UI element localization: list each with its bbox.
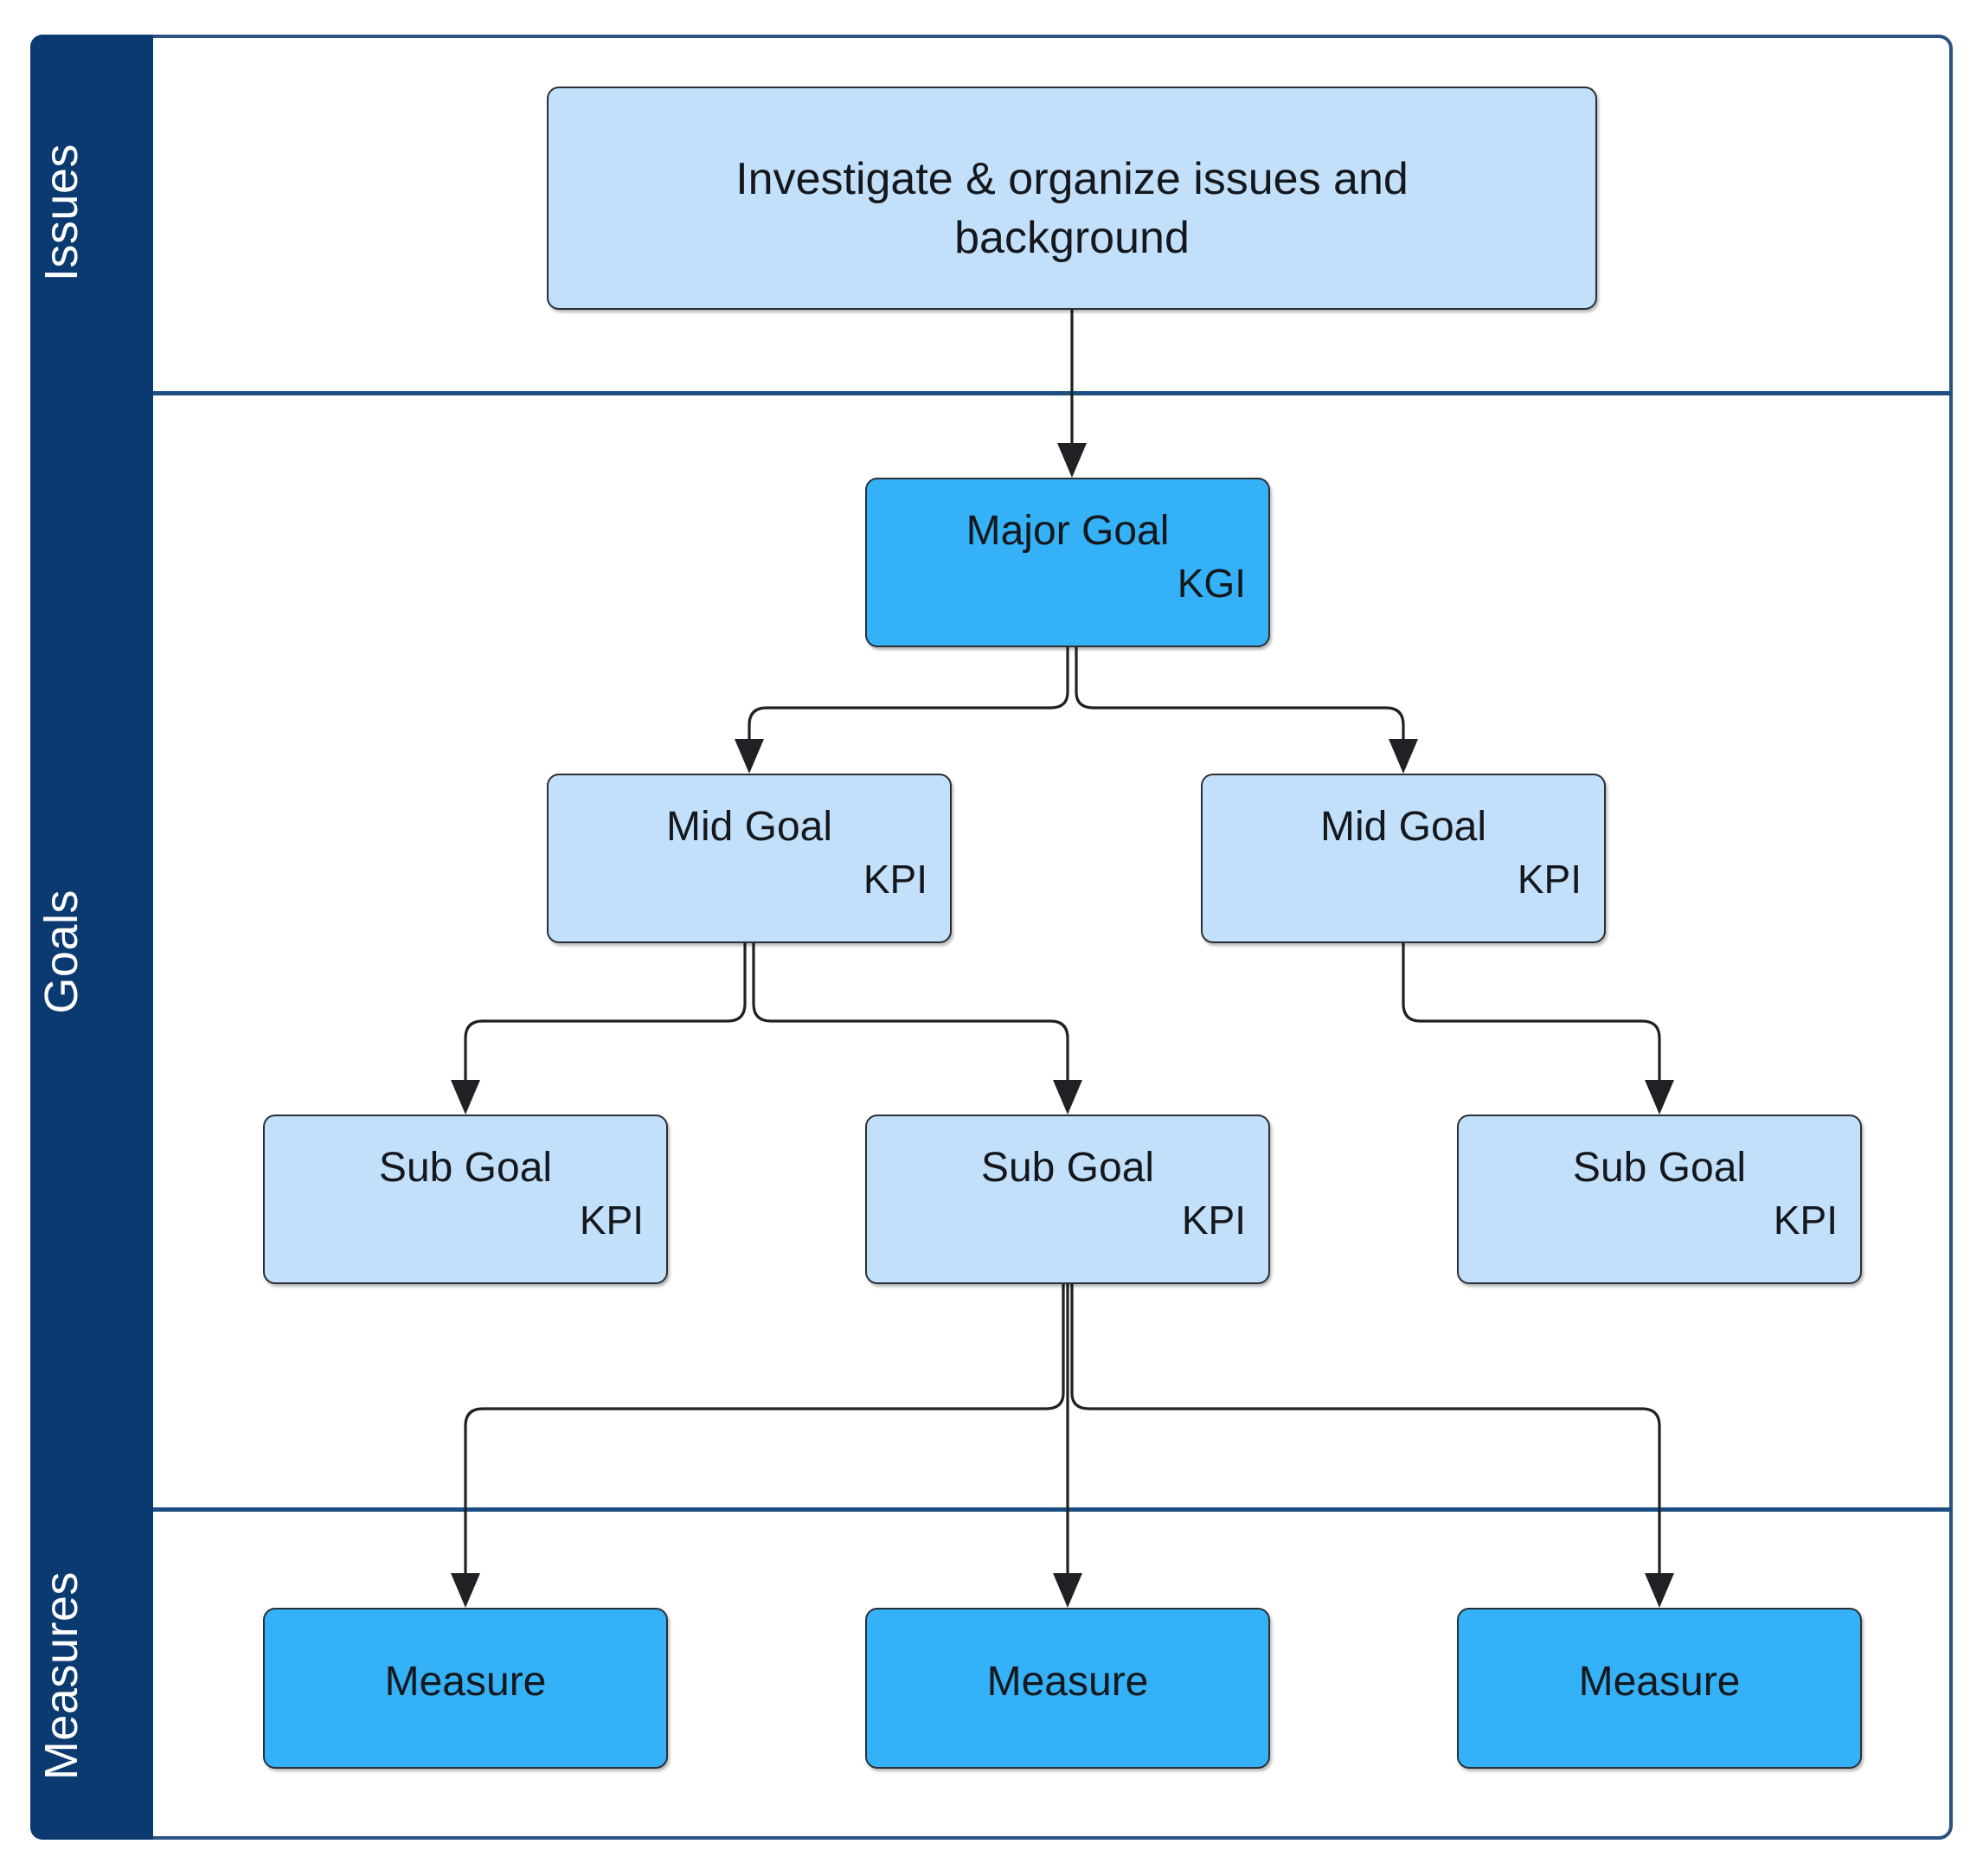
node-sub-goal-3[interactable]: Sub Goal KPI [1457,1115,1862,1284]
edge-mid-right-to-sub-3 [1402,943,1674,1115]
node-sub-goal-1-metric: KPI [579,1198,644,1243]
band-rail [30,35,153,1840]
node-sub-goal-1[interactable]: Sub Goal KPI [263,1115,668,1284]
node-sub-goal-2[interactable]: Sub Goal KPI [865,1115,1270,1284]
edge-sub-2-to-measure-1 [451,1284,1065,1608]
node-major-goal-metric: KGI [1177,561,1246,606]
node-measure-1-title: Measure [384,1659,547,1705]
node-mid-goal-left-title: Mid Goal [665,804,833,850]
node-sub-goal-2-title: Sub Goal [980,1145,1155,1191]
node-measure-3[interactable]: Measure [1457,1608,1862,1769]
node-issue-title: Investigate & organize issues and backgr… [735,154,1409,263]
diagram-frame [30,35,1953,1840]
node-measure-1[interactable]: Measure [263,1608,668,1769]
node-measure-3-title: Measure [1578,1659,1741,1705]
node-mid-goal-left-metric: KPI [863,857,927,902]
edge-major-to-mid-left [735,647,1069,774]
edge-issue-to-major [1057,310,1087,478]
node-issue[interactable]: Investigate & organize issues and backgr… [547,87,1597,310]
node-mid-goal-left[interactable]: Mid Goal KPI [547,774,952,943]
node-measure-2[interactable]: Measure [865,1608,1270,1769]
node-major-goal-title: Major Goal [966,508,1170,554]
node-mid-goal-right-metric: KPI [1517,857,1582,902]
node-major-goal[interactable]: Major Goal KGI [865,478,1270,647]
node-sub-goal-1-title: Sub Goal [378,1145,553,1191]
edge-major-to-mid-right [1075,647,1418,774]
band-separator-issues-goals [30,391,1953,395]
node-sub-goal-2-metric: KPI [1181,1198,1246,1243]
edge-mid-left-to-sub-1 [451,943,747,1115]
edge-sub-2-to-measure-3 [1070,1284,1674,1608]
edge-sub-2-to-measure-2 [1053,1284,1082,1608]
node-sub-goal-3-metric: KPI [1773,1198,1838,1243]
node-measure-2-title: Measure [986,1659,1149,1705]
node-mid-goal-right-title: Mid Goal [1319,804,1487,850]
edge-mid-left-to-sub-2 [752,943,1082,1115]
band-separator-goals-measures [30,1507,1953,1512]
node-sub-goal-3-title: Sub Goal [1572,1145,1747,1191]
node-mid-goal-right[interactable]: Mid Goal KPI [1201,774,1606,943]
